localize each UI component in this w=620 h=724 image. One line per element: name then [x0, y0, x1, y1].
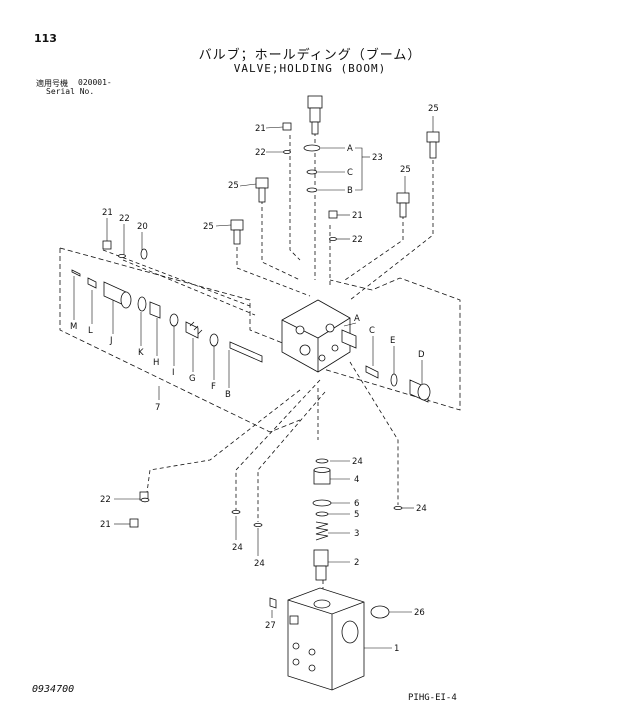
callout-2: 2: [354, 558, 359, 568]
callout-7: 7: [155, 403, 160, 413]
callout-24: 24: [232, 543, 243, 553]
callout-25: 25: [400, 165, 411, 175]
callout-22: 22: [352, 235, 363, 245]
callout-K: K: [138, 348, 144, 358]
callout-22: 22: [119, 214, 130, 224]
callout-24: 24: [254, 559, 265, 569]
callout-J: J: [109, 336, 113, 346]
callout-25: 25: [228, 181, 239, 191]
serial-value: 020001-: [78, 78, 112, 87]
callout-E: E: [390, 336, 395, 346]
drawing-number: 0934700: [32, 684, 75, 695]
label-leaders: [73, 116, 434, 649]
callout-21: 21: [102, 208, 113, 218]
callout-I: I: [172, 368, 175, 378]
callout-22: 22: [255, 148, 266, 158]
callout-27: 27: [265, 621, 276, 631]
callout-A: A: [354, 314, 360, 324]
socket-bolts: [230, 131, 440, 245]
callout-B: B: [225, 390, 231, 400]
figure-code: PIHG-EI-4: [408, 693, 457, 703]
callout-6: 6: [354, 499, 359, 509]
callout-24: 24: [352, 457, 363, 467]
check-valve-stack: [231, 458, 403, 619]
leader-lines: [102, 132, 434, 600]
callout-H: H: [153, 358, 159, 368]
callout-21: 21: [255, 124, 266, 134]
callout-20: 20: [137, 222, 148, 232]
plug-and-oring-parts: [102, 122, 338, 528]
sub-assembly-outline: [59, 247, 461, 433]
serial-label-english: Serial No.: [46, 87, 95, 96]
callout-25: 25: [428, 104, 439, 114]
title-japanese: バルブ；ホールディング（ブーム）: [198, 48, 422, 63]
callout-25: 25: [203, 222, 214, 232]
page-number: 113: [34, 32, 57, 45]
callout-23: 23: [372, 153, 383, 163]
callout-F: F: [211, 382, 216, 392]
callout-G: G: [189, 374, 196, 384]
title-english: VALVE;HOLDING (BOOM): [233, 62, 387, 75]
callout-L: L: [88, 326, 93, 336]
callout-21: 21: [100, 520, 111, 530]
callout-1: 1: [394, 644, 399, 654]
callout-D: D: [418, 350, 425, 360]
callout-22: 22: [100, 495, 111, 505]
serial-label-japanese: 適用号機: [36, 79, 68, 88]
callout-3: 3: [354, 529, 359, 539]
callout-C: C: [347, 168, 353, 178]
side-plug-parts: [365, 365, 431, 403]
callout-24: 24: [416, 504, 427, 514]
callout-M: M: [70, 322, 77, 332]
spool-subassembly: [71, 248, 263, 363]
callout-21: 21: [352, 211, 363, 221]
valve-body-upper: [281, 299, 357, 373]
callout-A: A: [347, 144, 353, 154]
callout-5: 5: [354, 510, 359, 520]
callout-labels: 21 22 25 25 25 25 A C B 23 21 22 21 22 2…: [70, 104, 439, 654]
callout-C: C: [369, 326, 375, 336]
callout-26: 26: [414, 608, 425, 618]
callout-4: 4: [354, 475, 359, 485]
callout-B: B: [347, 186, 353, 196]
valve-body-lower: [287, 587, 365, 691]
top-plug-stack: [303, 95, 323, 193]
